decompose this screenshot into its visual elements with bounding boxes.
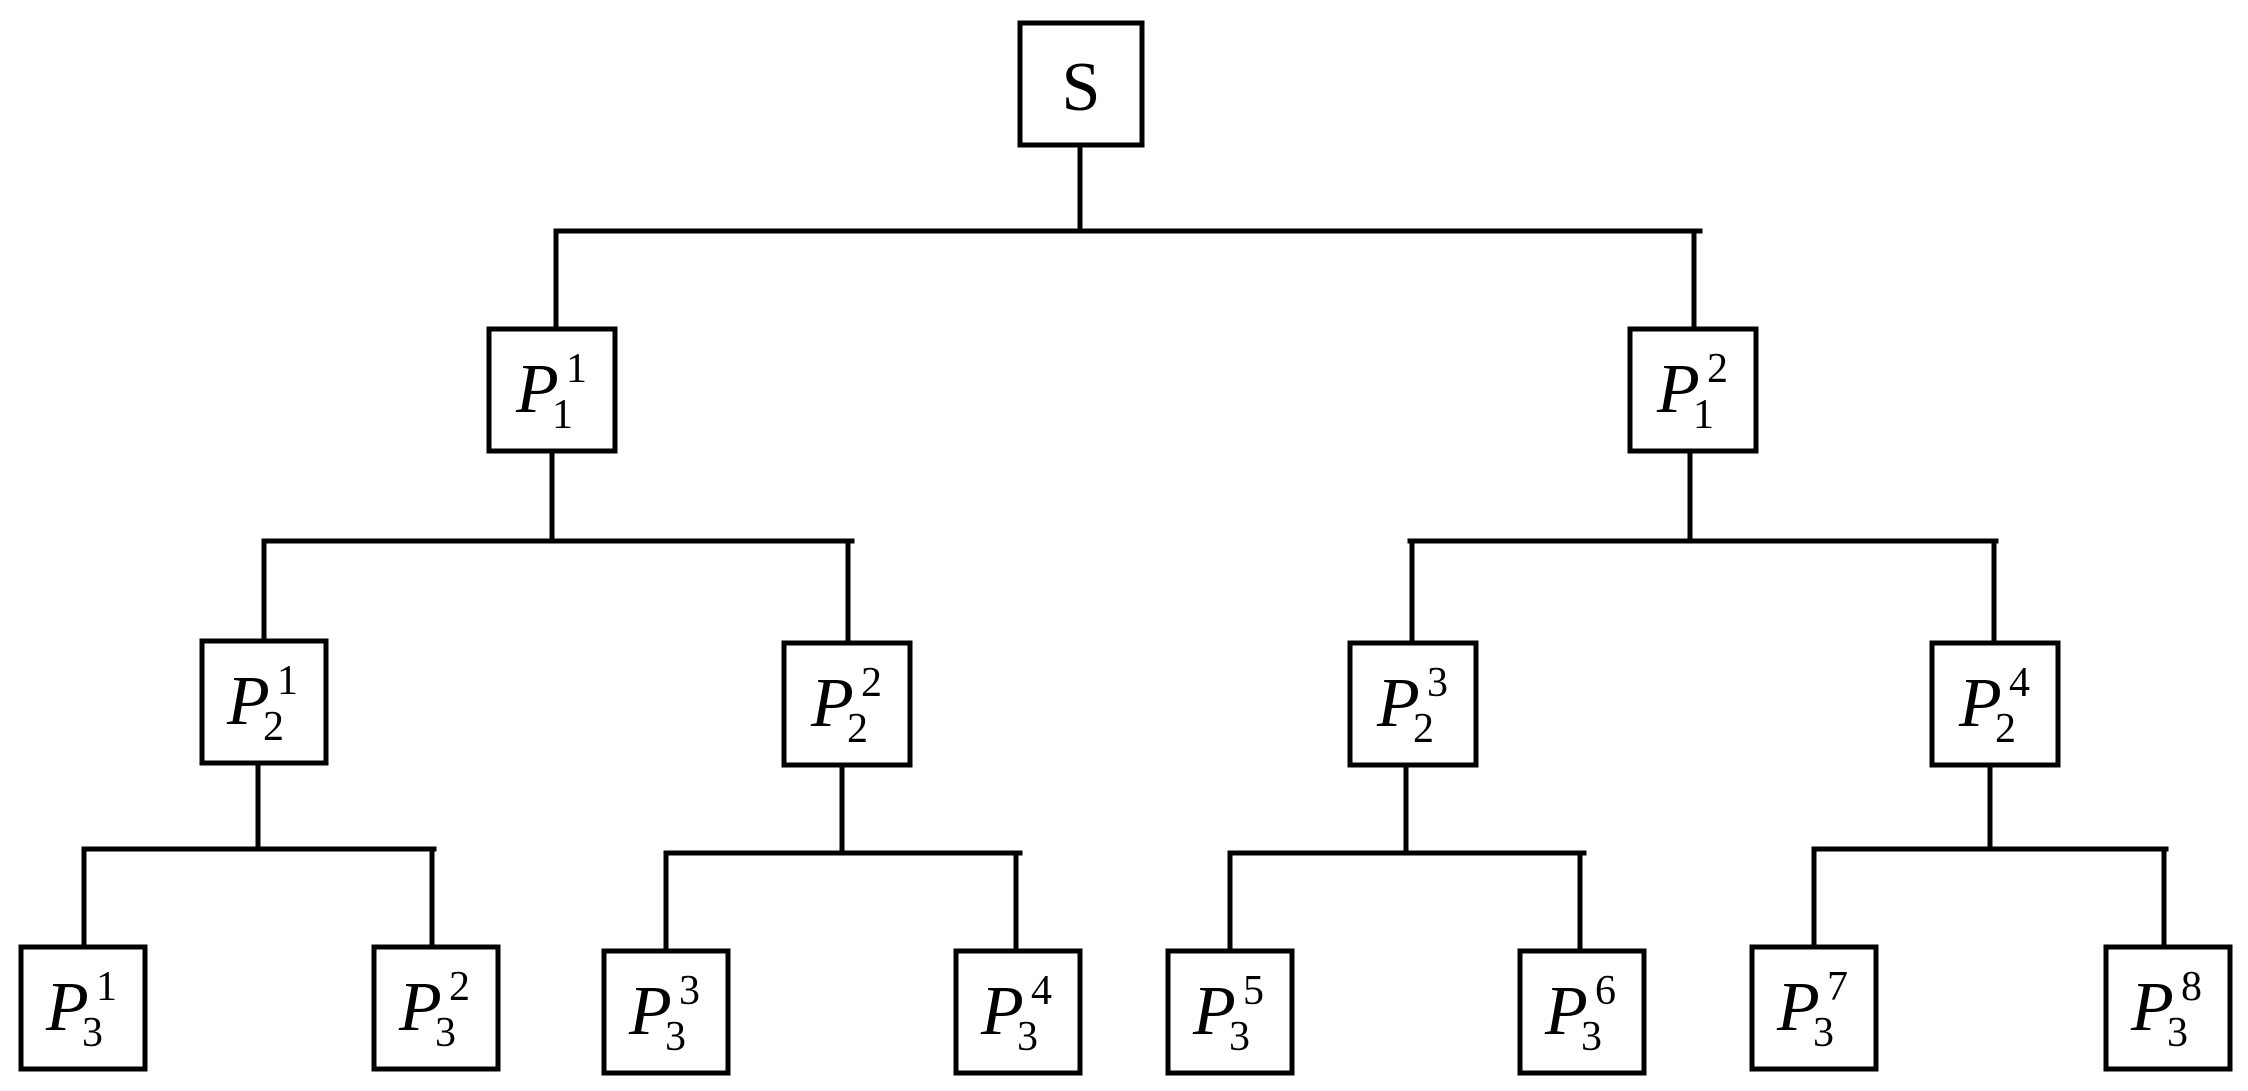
node-l2-1: P 1 2 xyxy=(199,638,329,766)
node-l1-1-symbol: P xyxy=(515,351,559,428)
node-l3-6: P 6 3 xyxy=(1517,948,1647,1076)
node-l3-2-subscript: 3 xyxy=(435,1010,456,1056)
node-l3-8-subscript: 3 xyxy=(2167,1010,2188,1056)
node-l2-4: P 4 2 xyxy=(1929,640,2061,768)
node-root-label: S xyxy=(1062,49,1101,126)
node-l2-4-box xyxy=(1929,640,2061,768)
node-l3-8-symbol: P xyxy=(2130,969,2174,1046)
node-l2-4-subscript: 2 xyxy=(1995,706,2016,752)
node-l3-7: P 7 3 xyxy=(1749,944,1879,1072)
node-l3-4-symbol: P xyxy=(980,973,1024,1050)
node-l3-4: P 4 3 xyxy=(953,948,1083,1076)
node-l1-1-subscript: 1 xyxy=(552,392,573,438)
node-l1-1: P 1 1 xyxy=(486,326,618,454)
node-l2-1-symbol: P xyxy=(226,663,270,740)
node-l2-1-subscript: 2 xyxy=(263,704,284,750)
node-l1-1-box xyxy=(486,326,618,454)
node-l2-4-symbol: P xyxy=(1958,665,2002,742)
node-l2-3-symbol: P xyxy=(1376,665,1420,742)
tree-edges xyxy=(81,142,2169,954)
node-l2-4-superscript: 4 xyxy=(2009,660,2030,706)
node-l2-2-superscript: 2 xyxy=(861,660,882,706)
node-l3-6-superscript: 6 xyxy=(1595,968,1616,1014)
node-l2-3-subscript: 2 xyxy=(1413,706,1434,752)
node-l3-7-box xyxy=(1749,944,1879,1072)
node-l3-4-subscript: 3 xyxy=(1017,1014,1038,1060)
node-l3-8: P 8 3 xyxy=(2103,944,2233,1072)
node-l3-1: P 1 3 xyxy=(18,944,148,1072)
node-l2-2-box xyxy=(781,640,913,768)
node-l3-5-box xyxy=(1165,948,1295,1076)
node-l1-2-symbol: P xyxy=(1656,351,1700,428)
node-root: S xyxy=(1017,20,1145,148)
node-l3-3-box xyxy=(601,948,731,1076)
node-l3-8-box xyxy=(2103,944,2233,1072)
node-l3-1-box xyxy=(18,944,148,1072)
node-l3-3: P 3 3 xyxy=(601,948,731,1076)
node-l2-3: P 3 2 xyxy=(1347,640,1479,768)
node-l3-7-symbol: P xyxy=(1776,969,1820,1046)
node-l3-3-symbol: P xyxy=(628,973,672,1050)
node-l2-2: P 2 2 xyxy=(781,640,913,768)
node-l3-6-box xyxy=(1517,948,1647,1076)
node-l2-1-superscript: 1 xyxy=(277,658,298,704)
node-l3-2: P 2 3 xyxy=(371,944,501,1072)
node-l3-2-symbol: P xyxy=(398,969,442,1046)
node-l2-1-box xyxy=(199,638,329,766)
node-l3-2-box xyxy=(371,944,501,1072)
node-l3-7-subscript: 3 xyxy=(1813,1010,1834,1056)
node-l3-4-superscript: 4 xyxy=(1031,968,1052,1014)
node-l3-1-subscript: 3 xyxy=(82,1010,103,1056)
node-l3-3-subscript: 3 xyxy=(665,1014,686,1060)
node-l3-6-symbol: P xyxy=(1544,973,1588,1050)
node-l2-2-symbol: P xyxy=(810,665,854,742)
node-l1-1-superscript: 1 xyxy=(566,346,587,392)
node-l3-7-superscript: 7 xyxy=(1827,964,1848,1010)
node-l1-2-superscript: 2 xyxy=(1707,346,1728,392)
node-l2-3-superscript: 3 xyxy=(1427,660,1448,706)
node-l3-8-superscript: 8 xyxy=(2181,964,2202,1010)
node-l3-3-superscript: 3 xyxy=(679,968,700,1014)
node-l3-5-symbol: P xyxy=(1192,973,1236,1050)
node-l1-2: P 2 1 xyxy=(1627,326,1759,454)
node-root-box xyxy=(1017,20,1145,148)
node-l3-6-subscript: 3 xyxy=(1581,1014,1602,1060)
node-l3-4-box xyxy=(953,948,1083,1076)
node-l3-5-subscript: 3 xyxy=(1229,1014,1250,1060)
node-l2-3-box xyxy=(1347,640,1479,768)
node-l2-2-subscript: 2 xyxy=(847,706,868,752)
node-l1-2-box xyxy=(1627,326,1759,454)
node-l3-1-symbol: P xyxy=(45,969,89,1046)
node-l3-5-superscript: 5 xyxy=(1243,968,1264,1014)
node-l1-2-subscript: 1 xyxy=(1693,392,1714,438)
node-l3-2-superscript: 2 xyxy=(449,964,470,1010)
node-l3-5: P 5 3 xyxy=(1165,948,1295,1076)
node-l3-1-superscript: 1 xyxy=(96,964,117,1010)
